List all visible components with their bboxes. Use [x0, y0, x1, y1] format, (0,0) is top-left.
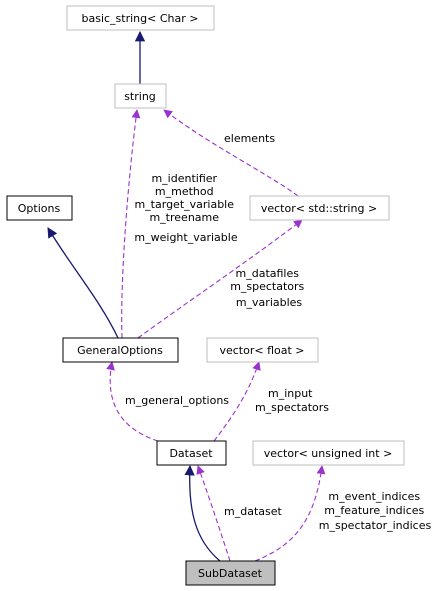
label-line: elements — [224, 132, 275, 145]
node-string[interactable]: string — [114, 83, 167, 109]
node-subdataset[interactable]: SubDataset — [185, 560, 276, 586]
edge-vector-string-to-string — [163, 109, 299, 197]
label-line: m_variables — [236, 296, 303, 309]
label-line: m_weight_variable — [134, 231, 237, 244]
node-label: string — [124, 90, 156, 103]
edge-subdataset-to-dataset-usage — [196, 465, 231, 562]
node-vector-float[interactable]: vector< float > — [206, 337, 319, 363]
label-vector-float-members: m_input m_spectators — [255, 387, 329, 414]
label-line: m_dataset — [224, 505, 282, 518]
label-line: m_spectators — [230, 280, 304, 293]
node-label: Options — [18, 202, 61, 215]
edge-general-options-to-vector-string — [137, 219, 303, 339]
label-line: m_treename — [149, 211, 219, 224]
node-options[interactable]: Options — [6, 195, 73, 221]
edge-subdataset-to-dataset — [184, 464, 221, 562]
label-line: m_spectator_indices — [319, 519, 432, 532]
node-vector-string[interactable]: vector< std::string > — [249, 195, 390, 221]
node-label: vector< unsigned int > — [264, 447, 393, 460]
node-label: Dataset — [169, 447, 213, 460]
label-line: m_feature_indices — [324, 504, 424, 517]
edge-general-options-to-string — [121, 109, 141, 339]
label-line: m_method — [155, 185, 214, 198]
label-elements: elements — [224, 132, 275, 145]
node-label: SubDataset — [198, 567, 263, 580]
label-line: m_spectators — [255, 401, 329, 414]
node-dataset[interactable]: Dataset — [156, 440, 227, 466]
label-line: m_datafiles — [236, 267, 300, 280]
edge-subdataset-to-vector-uint — [254, 465, 326, 562]
label-general-options: m_general_options — [125, 394, 229, 407]
node-general-options[interactable]: GeneralOptions — [62, 337, 179, 363]
label-dataset: m_dataset — [224, 505, 282, 518]
label-line: m_general_options — [125, 394, 229, 407]
label-line: m_identifier — [151, 172, 217, 185]
node-label: GeneralOptions — [77, 344, 163, 357]
label-line: m_input — [268, 387, 313, 400]
label-string-members: m_identifier m_method m_target_variable … — [134, 172, 237, 244]
label-line: m_target_variable — [134, 198, 234, 211]
node-vector-uint[interactable]: vector< unsigned int > — [252, 440, 405, 466]
label-vector-uint-members: m_event_indices m_feature_indices m_spec… — [319, 490, 432, 532]
edge-dataset-to-general-options — [106, 361, 159, 442]
label-line: m_event_indices — [328, 490, 420, 503]
node-basic-string[interactable]: basic_string< Char > — [66, 5, 215, 31]
node-label: vector< std::string > — [261, 202, 377, 215]
node-label: basic_string< Char > — [82, 12, 199, 25]
node-label: vector< float > — [219, 344, 304, 357]
edge-general-options-to-options — [47, 227, 119, 339]
edge-dataset-to-vector-float — [213, 361, 261, 442]
label-vector-string-members: m_datafiles m_spectators m_variables — [230, 267, 308, 309]
